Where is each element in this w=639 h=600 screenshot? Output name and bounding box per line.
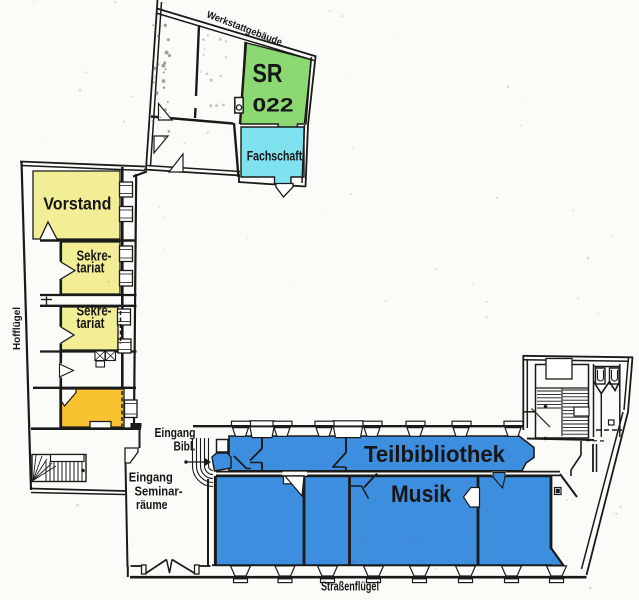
svg-text:tariat: tariat bbox=[77, 316, 105, 332]
svg-text:räume: räume bbox=[136, 497, 168, 512]
svg-text:SR: SR bbox=[253, 58, 283, 88]
svg-text:Eingang: Eingang bbox=[129, 470, 173, 485]
svg-text:tariat: tariat bbox=[77, 261, 105, 277]
svg-text:022: 022 bbox=[253, 95, 294, 117]
svg-text:Fachschaft: Fachschaft bbox=[247, 148, 303, 164]
svg-text:Seminar-: Seminar- bbox=[135, 484, 183, 499]
svg-text:Hofflügel: Hofflügel bbox=[11, 307, 23, 350]
svg-text:Teilbibliothek: Teilbibliothek bbox=[364, 441, 506, 467]
svg-text:Eingang: Eingang bbox=[155, 426, 196, 440]
svg-text:Straßenflügel: Straßenflügel bbox=[321, 580, 379, 594]
svg-text:Bibl.: Bibl. bbox=[174, 439, 196, 453]
svg-text:Sekre-: Sekre- bbox=[77, 304, 112, 320]
svg-text:Musik: Musik bbox=[391, 481, 451, 508]
svg-text:Sekre-: Sekre- bbox=[77, 248, 112, 264]
svg-text:Vorstand: Vorstand bbox=[43, 194, 111, 214]
